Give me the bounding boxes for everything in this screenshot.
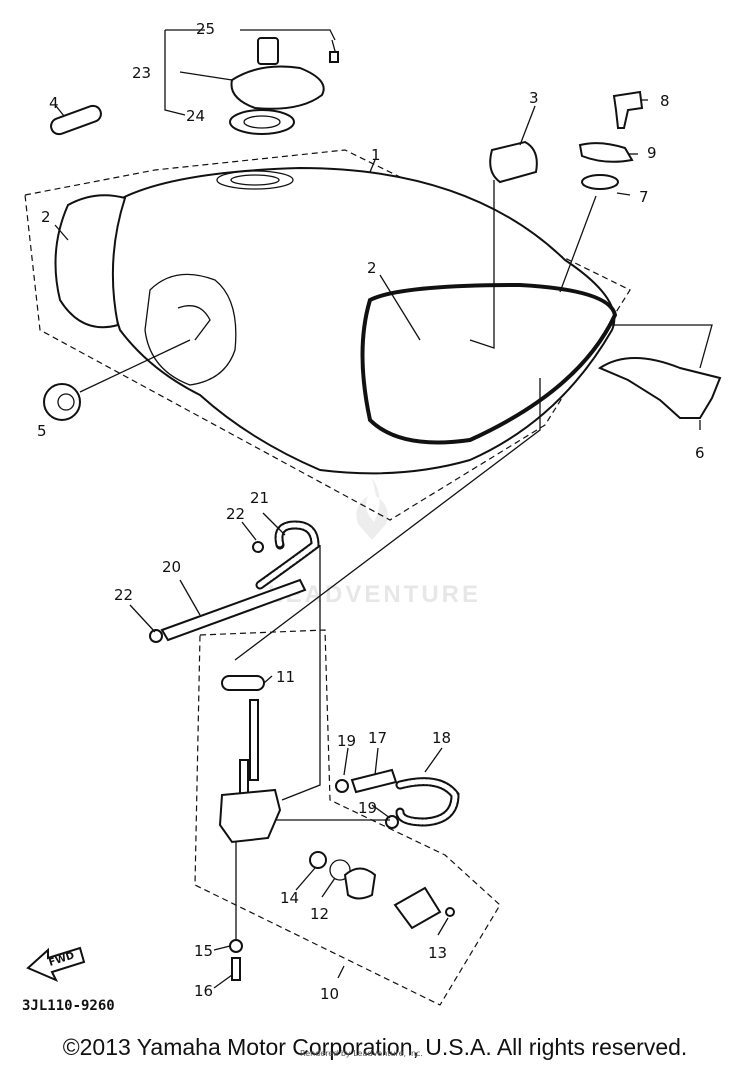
callout-23: 23 xyxy=(132,64,151,82)
fuel-hoses xyxy=(149,520,460,829)
callout-21: 21 xyxy=(250,489,269,507)
callout-25: 25 xyxy=(196,20,215,38)
callout-numbers: 25 23 24 4 1 3 8 9 7 2 2 5 6 21 22 20 22… xyxy=(37,20,705,1003)
callout-19-lower: 19 xyxy=(358,799,377,817)
callout-19-upper: 19 xyxy=(337,732,356,750)
callout-15: 15 xyxy=(194,942,213,960)
fuel-petcock xyxy=(218,675,455,981)
diagram-code: 3JL110-9260 xyxy=(22,998,115,1014)
callout-6: 6 xyxy=(695,444,705,462)
callout-22-lower: 22 xyxy=(114,586,133,604)
tank-side-cap xyxy=(43,383,81,421)
fwd-arrow-icon xyxy=(26,946,86,982)
callout-5: 5 xyxy=(37,422,47,440)
callout-24: 24 xyxy=(186,107,205,125)
callout-13: 13 xyxy=(428,944,447,962)
fwd-arrow: FWD xyxy=(26,946,86,982)
callout-16: 16 xyxy=(194,982,213,1000)
callout-2-right: 2 xyxy=(367,259,377,277)
tank-bolt-plate-damper xyxy=(578,90,644,190)
leader-lines xyxy=(54,29,713,989)
tank-mount-bracket xyxy=(597,357,722,419)
callout-4: 4 xyxy=(49,94,59,112)
callout-17: 17 xyxy=(368,729,387,747)
fuel-cap-assembly xyxy=(229,37,339,135)
callout-2-left: 2 xyxy=(41,208,51,226)
callout-14: 14 xyxy=(280,889,299,907)
copyright-notice: ©2013 Yamaha Motor Corporation, U.S.A. A… xyxy=(62,1034,688,1060)
callout-20: 20 xyxy=(162,558,181,576)
callout-18: 18 xyxy=(432,729,451,747)
callout-22-upper: 22 xyxy=(226,505,245,523)
watermark-flame-icon xyxy=(356,478,388,540)
callout-9: 9 xyxy=(647,144,657,162)
callout-11: 11 xyxy=(276,668,295,686)
callout-12: 12 xyxy=(310,905,329,923)
tank-emblem xyxy=(489,140,538,184)
rendered-by-credit: Rendered by LeadVenture, Inc. xyxy=(300,1049,423,1058)
tank-side-emblem-left xyxy=(54,194,127,329)
tank-rubber-strip xyxy=(50,104,102,136)
callout-1: 1 xyxy=(371,146,381,164)
callout-7: 7 xyxy=(639,188,649,206)
callout-3: 3 xyxy=(529,89,539,107)
fuel-tank xyxy=(105,166,618,475)
callout-10: 10 xyxy=(320,985,339,1003)
callout-8: 8 xyxy=(660,92,670,110)
